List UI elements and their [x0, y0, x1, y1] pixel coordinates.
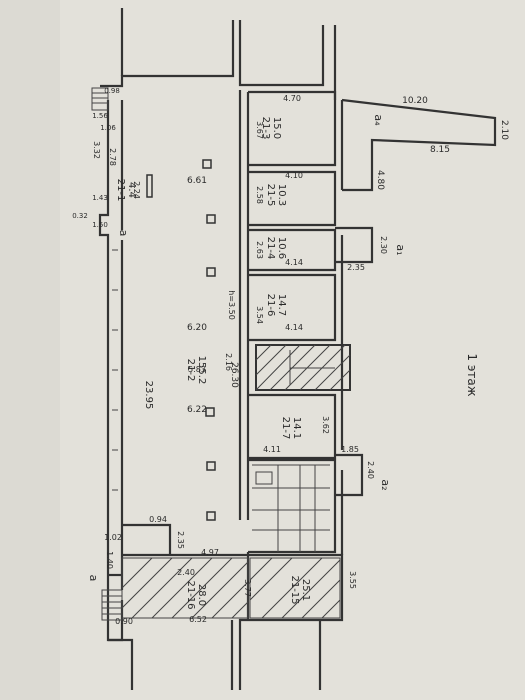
dim-d-6-22: 6.22 [187, 405, 207, 415]
room-6-id: 21-1 [115, 179, 126, 202]
dim-d-8-15: 8.15 [430, 145, 450, 155]
room-6-area: 4.4 [126, 182, 137, 198]
dim-d-6-61: 6.61 [187, 176, 207, 186]
dim-d-4-97: 4.97 [201, 548, 219, 557]
dim-d-3-77: 3.77 [243, 579, 252, 597]
marker-a4: a₄ [372, 114, 385, 126]
dim-d-4-80: 4.80 [375, 170, 385, 190]
dim-d-1-02: 1.02 [104, 533, 122, 542]
dim-d-10-20: 10.20 [402, 96, 428, 106]
room-0-id: 21-3 [260, 117, 271, 140]
dim-d-2-35b: 2.35 [176, 531, 185, 549]
marker-a2: a₂ [379, 479, 392, 490]
dim-d-3-32: 3.32 [92, 141, 101, 159]
dim-d-2-40: 2.40 [366, 461, 375, 479]
room-1-area: 10.3 [276, 184, 287, 206]
dim-d-1-06: 1.06 [100, 124, 116, 132]
dim-d-2-78: 2.78 [108, 148, 117, 166]
marker-a1: a₁ [394, 244, 407, 255]
room-3-area: 14.7 [276, 294, 287, 316]
dim-d-1-85: 1.85 [341, 445, 359, 454]
room-4-id: 21-2 [185, 359, 196, 382]
room-8-id: 21-15 [289, 575, 300, 604]
marker-a: a [117, 230, 130, 237]
room-0-area: 15.0 [271, 117, 282, 139]
dim-d-2-30: 2.30 [379, 236, 388, 254]
room-2-id: 21-4 [265, 237, 276, 260]
dim-d-0-98: 0.98 [104, 87, 120, 95]
dim-d-3-62: 3.62 [321, 416, 330, 434]
dim-d-1-40: 1.40 [105, 551, 114, 569]
corner-stair-bottom [101, 589, 123, 621]
staircase-hatched [255, 344, 351, 391]
hall-columns [146, 159, 216, 521]
hatched-rooms [121, 557, 341, 619]
room-4-area: 155.2 [196, 356, 207, 385]
dim-d-1-50: 1.50 [92, 221, 108, 229]
walls [98, 8, 497, 690]
dim-d-2-16: 2.16 [224, 353, 233, 371]
dim-d-0-32: 0.32 [72, 212, 88, 220]
dim-d-2-10: 2.10 [499, 120, 509, 140]
paper-sheet [60, 0, 525, 700]
room-7-area: 28.0 [196, 584, 207, 606]
room-5-area: 14.1 [291, 417, 302, 439]
dim-d-26-30: 26.30 [229, 362, 239, 388]
corner-stair-top [91, 87, 109, 111]
room-7-id: 21-16 [185, 580, 196, 609]
room-1-id: 21-5 [265, 184, 276, 207]
dim-d-2-63: 2.63 [255, 241, 264, 259]
dim-d-1-43: 1.43 [92, 194, 108, 202]
small-rooms [252, 464, 330, 552]
dim-d-4-11: 4.11 [263, 445, 281, 454]
dim-d-4-70: 4.70 [283, 94, 301, 103]
dim-d-6-20: 6.20 [187, 323, 207, 333]
dim-d-4-14a: 4.14 [285, 258, 303, 267]
dim-d-3-54: 3.54 [255, 306, 264, 324]
dim-d-4-10: 4.10 [285, 171, 303, 180]
floor-title: 1 этаж [465, 353, 479, 396]
dim-d-2-58: 2.58 [255, 186, 264, 204]
room-5-id: 21-7 [280, 417, 291, 440]
dim-d-3-67: 3.67 [255, 121, 264, 139]
dim-d-4-14b: 4.14 [285, 323, 303, 332]
dim-d-1-56: 1.56 [92, 112, 108, 120]
room-3-id: 21-6 [265, 294, 276, 317]
dim-d-2-24: 2.24 [132, 181, 141, 199]
dim-d-0-90: 0.90 [115, 617, 133, 626]
dim-d-23-95: 23.95 [143, 381, 154, 410]
dim-d-5-83: 5.83 [188, 365, 206, 374]
room-2-area: 10.6 [276, 237, 287, 259]
dim-d-2-40b: 2.40 [177, 568, 195, 577]
dim-d-h: h=3.50 [227, 290, 236, 320]
dim-d-6-52: 6.52 [189, 615, 207, 624]
dim-d-0-94: 0.94 [149, 515, 167, 524]
dim-d-2-35a: 2.35 [347, 263, 365, 272]
marker-a5: a [87, 575, 100, 582]
dim-d-3-55: 3.55 [348, 571, 357, 589]
room-8-area: 25.1 [300, 579, 311, 601]
